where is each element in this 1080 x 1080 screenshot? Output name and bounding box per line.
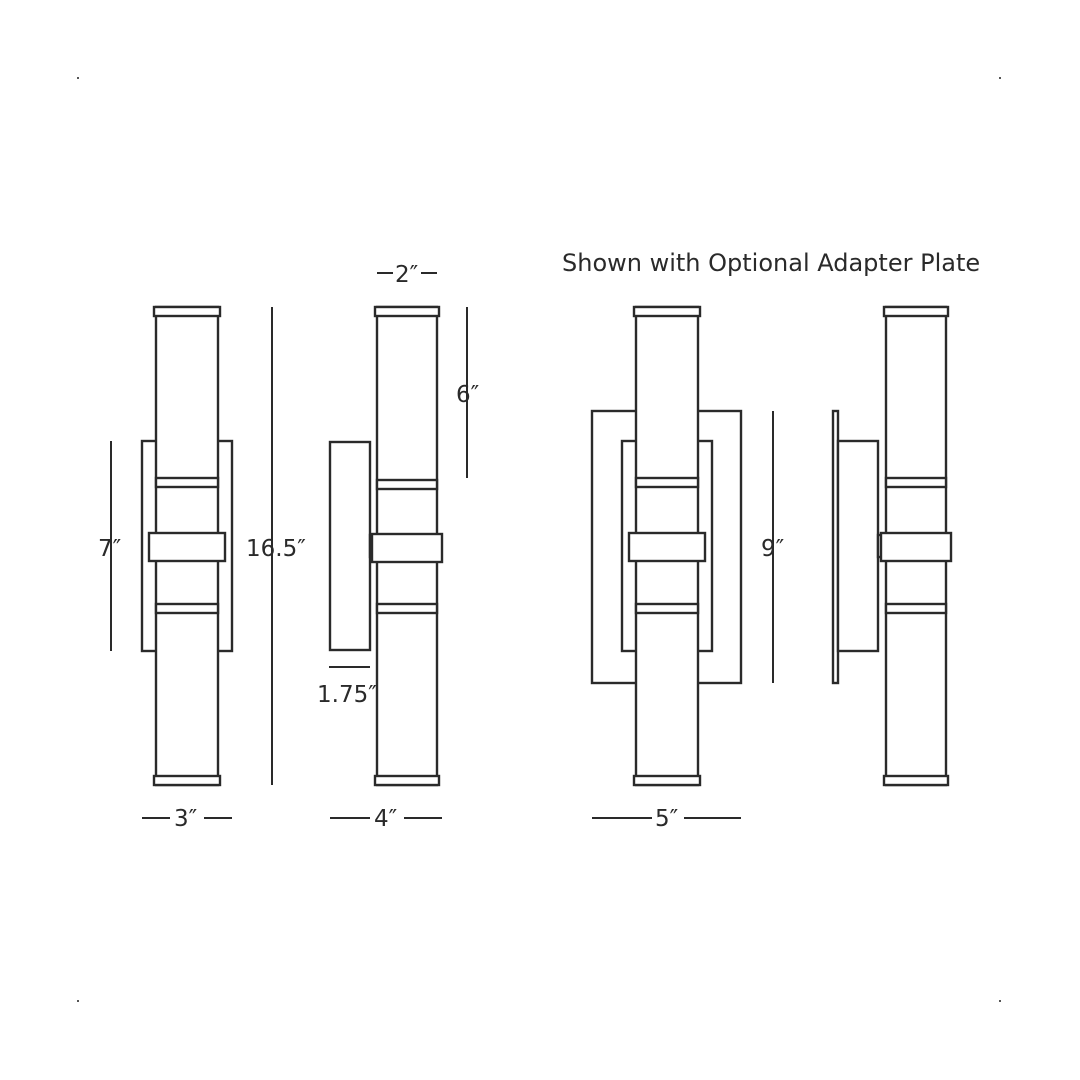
corner-mark-top-right xyxy=(999,77,1001,79)
dim-label-1-75in: 1.75″ xyxy=(317,682,377,708)
front-center-collar xyxy=(147,531,227,563)
dim-label-16-5in: 16.5″ xyxy=(246,536,306,562)
dim-label-3in: 3″ xyxy=(174,806,198,832)
adapter-front-view xyxy=(590,305,743,787)
dim-label-5in: 5″ xyxy=(655,806,679,832)
side-lower-ring xyxy=(375,602,439,615)
front-top-cap xyxy=(152,305,222,318)
adapter-side-bottom-cap xyxy=(882,774,950,787)
side-center-collar xyxy=(370,532,444,564)
adapter-side-lower-ring xyxy=(884,602,948,615)
dim-label-6in: 6″ xyxy=(456,382,480,408)
front-bottom-cap xyxy=(152,774,222,787)
side-backplate xyxy=(328,440,372,652)
corner-mark-top-left xyxy=(77,77,79,79)
adapter-side-view xyxy=(831,305,953,787)
adapter-front-center-collar xyxy=(627,531,707,563)
dim-label-4in: 4″ xyxy=(374,806,398,832)
corner-mark-bottom-right xyxy=(999,1000,1001,1002)
adapter-side-center-collar xyxy=(879,531,953,563)
front-upper-ring xyxy=(154,476,220,489)
dim-label-9in: 9″ xyxy=(761,536,785,562)
front-view xyxy=(140,305,234,787)
front-lower-ring xyxy=(154,602,220,615)
dim-label-7in: 7″ xyxy=(98,536,122,562)
side-view xyxy=(328,305,444,787)
adapter-front-top-cap xyxy=(632,305,702,318)
adapter-front-upper-ring xyxy=(634,476,700,489)
side-upper-ring xyxy=(375,478,439,491)
caption-adapter-plate: Shown with Optional Adapter Plate xyxy=(562,249,980,277)
dim-label-2in: 2″ xyxy=(395,262,419,288)
side-top-cap xyxy=(373,305,441,318)
adapter-side-backplate xyxy=(836,439,880,653)
side-bottom-cap xyxy=(373,774,441,787)
adapter-front-lower-ring xyxy=(634,602,700,615)
corner-mark-bottom-left xyxy=(77,1000,79,1002)
adapter-side-top-cap xyxy=(882,305,950,318)
adapter-side-upper-ring xyxy=(884,476,948,489)
adapter-front-bottom-cap xyxy=(632,774,702,787)
